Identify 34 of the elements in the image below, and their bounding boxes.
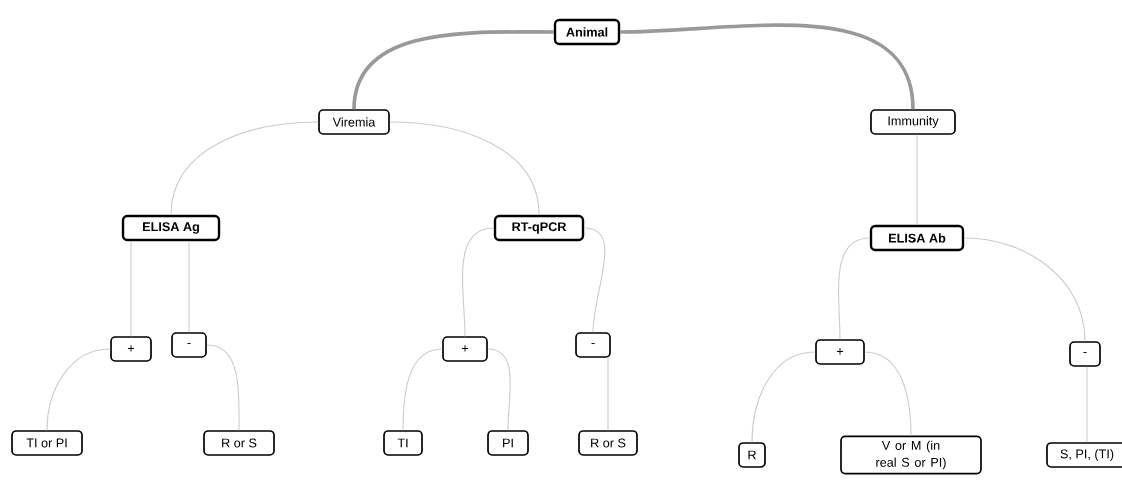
tree-node-box: R (738, 442, 766, 468)
tree-node-box: + (442, 336, 488, 362)
connector-line (389, 121, 540, 216)
tree-node-box: R or S (203, 430, 275, 456)
connector-line (46, 348, 111, 431)
tree-node-box: - (575, 332, 611, 358)
connector-line (352, 30, 554, 110)
tree-node-box: R or S (578, 430, 638, 456)
tree-node-box: ELISA Ag (121, 214, 221, 242)
tree-node-box: TI (383, 430, 423, 456)
connector-line (170, 121, 319, 216)
tree-node-box: + (110, 336, 152, 362)
tree-node-box: - (1069, 341, 1101, 367)
connector-line (206, 344, 240, 431)
tree-node-box: TI or PI (11, 430, 83, 456)
connector-line (838, 237, 871, 340)
tree-node-box: Animal (553, 18, 621, 46)
tree-node-box: RT-qPCR (493, 214, 585, 242)
connector-line (963, 237, 1086, 342)
tree-node-box: PI (487, 430, 529, 456)
tree-node-box: - (171, 332, 207, 358)
tree-node-box: V or M (in real S or PI) (840, 435, 982, 475)
connector-line (751, 351, 816, 443)
tree-node-box: Immunity (870, 109, 956, 135)
connector-line (864, 351, 912, 437)
connector-line (487, 348, 511, 431)
tree-node-box: S, PI, (TI) (1046, 442, 1122, 468)
tree-node-box: ELISA Ab (869, 224, 965, 252)
connector-line (583, 227, 606, 333)
tree-node-box: Viremia (318, 109, 390, 135)
connector-line (620, 23, 915, 110)
connector-line (402, 348, 443, 431)
connector-line (462, 227, 495, 337)
tree-node-box: + (815, 339, 865, 365)
